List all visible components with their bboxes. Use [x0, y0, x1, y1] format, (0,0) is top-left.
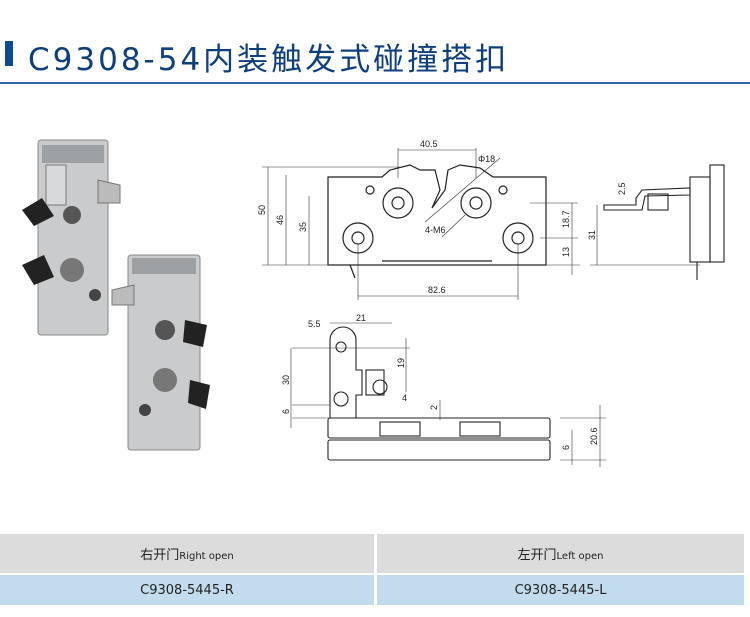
dim-21: 21	[356, 313, 366, 323]
header-en: Right open	[179, 551, 234, 562]
latch-photo-left	[22, 139, 121, 336]
dim-20-6: 20.6	[589, 427, 599, 445]
dim-4-m6: 4-M6	[425, 225, 446, 235]
title-divider	[0, 82, 750, 84]
header-cn: 左开门	[517, 548, 557, 563]
dim-31: 31	[587, 230, 597, 240]
side-view	[603, 164, 725, 280]
title-marker	[5, 41, 13, 66]
dim-5-5: 5.5	[308, 319, 321, 329]
page-title: C9308-54内装触发式碰撞搭扣	[28, 42, 510, 78]
header-cn: 右开门	[140, 548, 180, 563]
dim-13: 13	[561, 247, 571, 257]
dim-82-6: 82.6	[428, 285, 446, 295]
model-table: 右开门Right open 左开门Left open C9308-5445-R …	[0, 532, 747, 607]
dim-40-5: 40.5	[420, 139, 438, 149]
dim-46: 46	[275, 215, 285, 225]
dim-19: 19	[396, 358, 406, 368]
dim-2: 2	[429, 405, 439, 410]
model-left: C9308-5445-L	[377, 575, 744, 605]
product-photo	[22, 139, 210, 451]
dim-6-left: 6	[281, 409, 291, 414]
table-row: C9308-5445-R C9308-5445-L	[0, 575, 744, 605]
dim-6-right: 6	[561, 445, 571, 450]
header-right-open: 右开门Right open	[0, 534, 374, 573]
technical-drawing: 40.5 Φ18 50 46 35 4-M6 18.7 13 82.6 2.5 …	[257, 139, 725, 467]
dim-50: 50	[257, 205, 267, 215]
dim-35: 35	[298, 222, 308, 232]
header-en: Left open	[556, 551, 604, 562]
dim-2-5: 2.5	[617, 182, 627, 195]
dim-30: 30	[281, 375, 291, 385]
dim-phi18: Φ18	[478, 154, 495, 164]
header-left-open: 左开门Left open	[377, 534, 744, 573]
front-view	[327, 164, 547, 279]
latch-photo-right	[111, 254, 210, 451]
top-view	[327, 326, 551, 461]
table-header-row: 右开门Right open 左开门Left open	[0, 534, 744, 573]
model-right: C9308-5445-R	[0, 575, 374, 605]
dim-4: 4	[402, 393, 407, 403]
dim-18-7: 18.7	[561, 210, 571, 228]
